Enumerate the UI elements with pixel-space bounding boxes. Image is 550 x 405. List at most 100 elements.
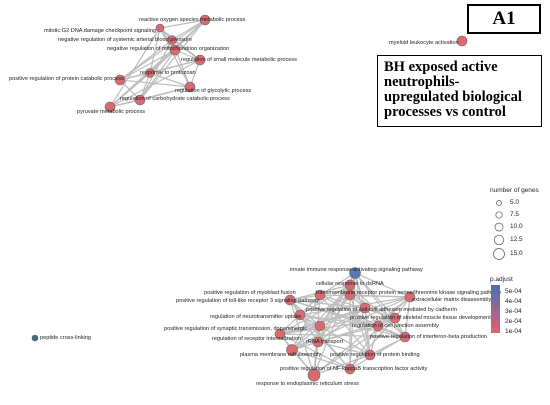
node-label: response to endoplasmic reticulum stress [256,381,359,387]
node-label: transmembrane receptor protein serine/th… [316,290,502,296]
network-edge [349,325,379,370]
panel-label: A1 [467,4,541,34]
network-edge [291,325,321,351]
network-node [184,81,196,93]
network-node [284,294,296,306]
network-edge [279,333,406,338]
network-edge [139,39,173,101]
node-label: regulation of neurotransmitter uptake [210,314,301,320]
network-edge [159,27,191,88]
network-edge [149,59,201,74]
network-edge [149,72,191,88]
network-edge [349,317,396,370]
network-edge [159,19,206,29]
size-legend-circle [493,234,505,246]
node-label: regulation of glycolytic process [175,88,251,94]
network-edge [171,39,201,61]
node-label: response to protozoan [140,70,196,76]
network-node [155,23,165,33]
node-label: cellular response to dsRNA [316,281,384,287]
size-legend-circle [493,248,505,260]
network-node [404,291,416,303]
color-legend-bar [491,285,500,333]
network-edge [404,296,411,338]
node-label: positive regulation of interferon-beta p… [370,334,487,340]
network-edge [317,325,379,343]
size-legend-circle [496,200,502,206]
node-label: rRNA transport [306,339,343,345]
size-legend-label: 7.5 [510,211,520,218]
network-edge [279,307,366,335]
network-edge [289,299,315,376]
node-label: plasma membrane raft assembly [240,352,321,358]
network-node [134,94,146,106]
network-node [307,368,321,382]
network-edge [149,27,161,74]
network-edge [299,314,379,327]
node-label: regulation of receptor internalization [212,336,301,342]
network-node [359,302,371,314]
network-edge [299,284,351,316]
network-edge [279,317,396,335]
network-node [199,14,211,26]
network-edge [139,19,206,101]
network-edge [313,284,351,376]
color-legend-label: 1e-04 [505,328,522,335]
node-label: positive regulation of protein catabolic… [9,76,124,82]
network-edge [279,333,351,370]
node-label: myeloid leukocyte activation [389,40,459,46]
network-edge [109,72,151,108]
network-edge [119,49,176,81]
size-legend-circle [495,211,503,219]
network-node [344,289,356,301]
network-edge [279,294,351,335]
network-node [389,312,401,324]
label-layer: reactive oxygen species metabolic proces… [9,17,502,387]
network-node [167,35,177,45]
network-node [286,344,298,356]
network-node [456,35,468,47]
node-label: positive regulation of myoblast fusion [204,290,296,296]
network-node [194,54,206,66]
size-legend-title: number of genes [490,187,539,194]
node-layer [31,14,468,382]
node-label: negative regulation of mitochondrion org… [107,46,229,52]
network-node [274,328,286,340]
network-edge [319,294,379,327]
network-edge [349,294,396,319]
network-node [294,309,306,321]
network-edge [119,39,173,81]
network-edge [299,296,411,316]
network-node [314,320,326,332]
network-node [31,334,39,342]
network-edge [289,299,321,327]
network-node [344,363,356,375]
color-legend-label: 4e-04 [505,298,522,305]
network-edge [291,307,366,351]
network-edge [119,79,191,88]
size-legend-label: 15.0 [510,250,523,257]
color-legend-title: p.adjust [490,276,513,283]
network-edge [349,294,411,298]
size-legend-label: 10.0 [510,223,523,230]
network-edge [349,294,371,356]
network-node [169,44,181,56]
network-node [364,349,376,361]
node-label: peptide cross-linking [40,335,91,341]
network-node [145,68,155,78]
network-edge [313,354,371,376]
node-label: positive regulation of NF-kappaB transcr… [280,366,428,372]
network-edge [109,27,161,108]
size-legend-circle [494,222,504,232]
network-node [372,320,384,332]
network-edge [291,296,411,351]
legend-graphics [491,200,505,333]
network-edge [119,19,206,81]
network-node [314,289,326,301]
node-label: positive regulation of protein binding [330,352,420,358]
figure-title: BH exposed active neutrophils- upregulat… [377,55,542,127]
network-edge [317,341,371,356]
node-label: positive regulation of skeletal muscle t… [350,315,491,321]
network-edge [279,325,321,335]
